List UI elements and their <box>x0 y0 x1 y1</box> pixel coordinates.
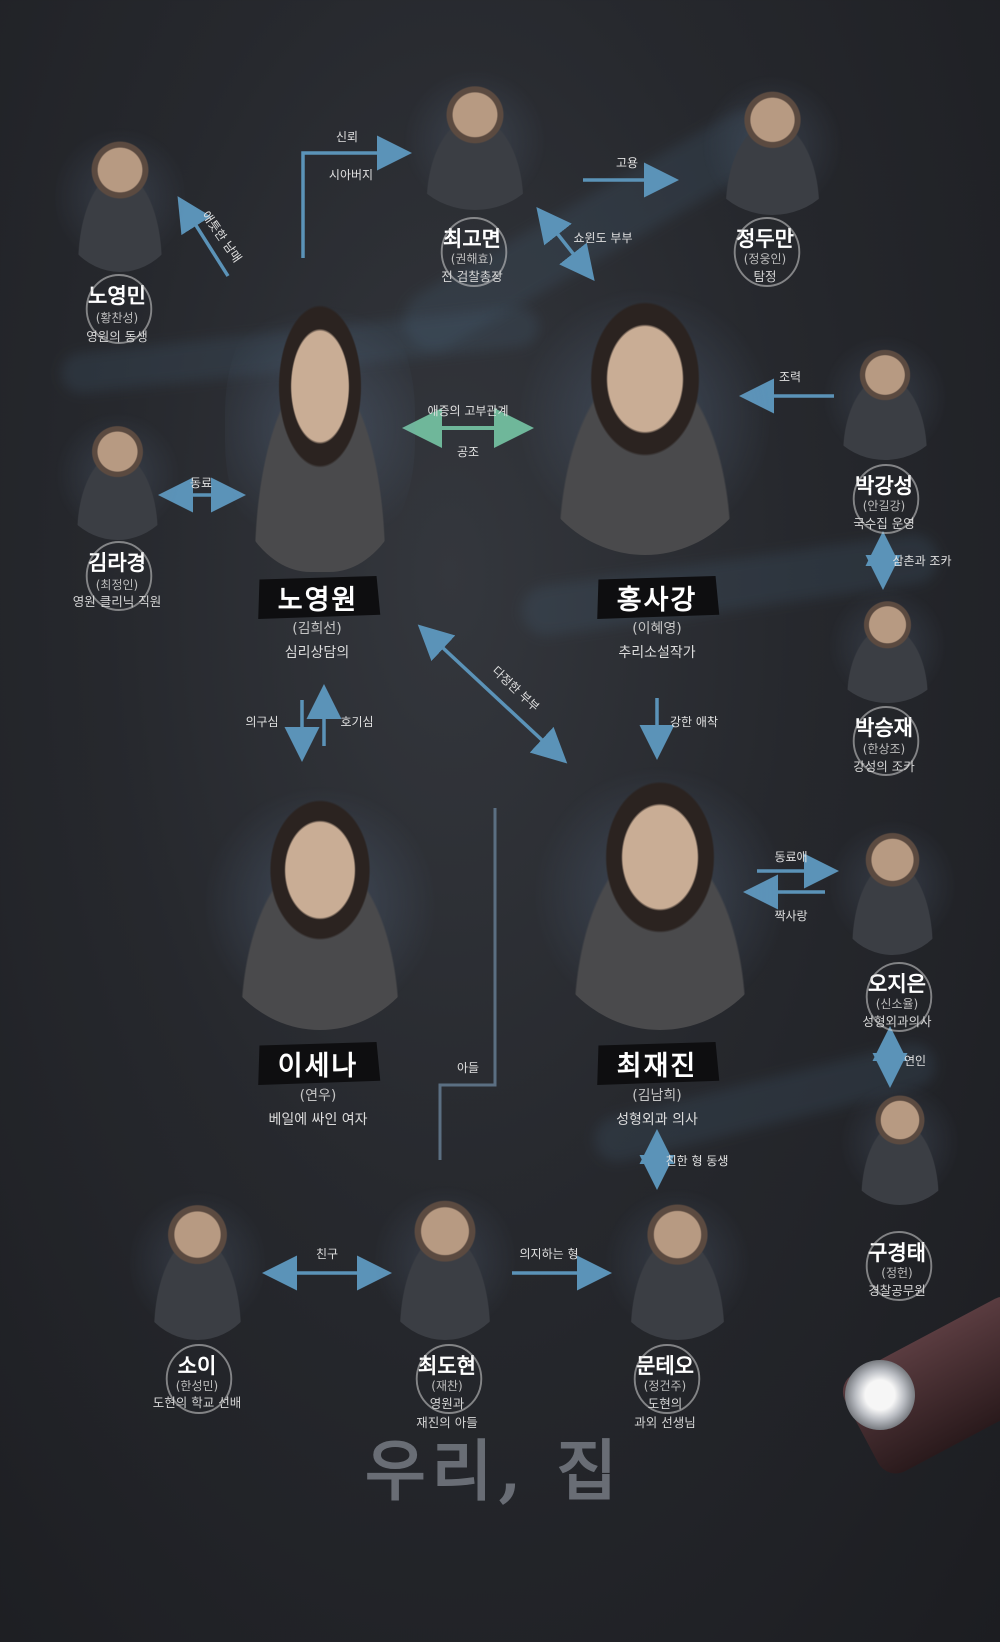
rel-label-cooperate: 조력 <box>778 370 802 384</box>
actor-park-seungjae: (한상조) <box>862 742 906 756</box>
role-choi-jaejin: 성형외과 의사 <box>616 1112 698 1128</box>
rel-label-inlaw: 시아버지 <box>328 168 374 182</box>
role-jung-duman: 탐정 <box>753 269 777 284</box>
actor-choi-gomyeon: (권해효) <box>450 252 494 266</box>
portrait-hong-sagang <box>520 280 770 555</box>
rel-label-strong-love: 강한 애착 <box>670 715 718 729</box>
name-moon-taeo: 문테오 <box>585 1350 745 1380</box>
actor-no-youngmin: (황찬성) <box>95 311 139 325</box>
actor-choi-jaejin: (김남희) <box>632 1088 682 1104</box>
rel-label-love-hate: 애증의 고부관계 <box>427 404 509 418</box>
role-hong-sagang: 추리소설작가 <box>618 645 696 661</box>
rel-label-suspicion: 의구심 <box>245 715 279 729</box>
portrait-choi-gomyeon <box>400 70 550 210</box>
actor-no-youngwon: (김희선) <box>292 621 342 637</box>
actor-moon-taeo: (정건주) <box>643 1379 687 1393</box>
actor-jung-duman: (정웅인) <box>743 252 787 266</box>
role-no-youngmin: 영원의 동생 <box>86 329 148 344</box>
portrait-no-youngwon <box>225 282 415 572</box>
line-son <box>438 808 497 1160</box>
portrait-lee-sena <box>205 780 435 1030</box>
portrait-park-seungjae <box>825 588 950 703</box>
portrait-kim-ragyeong <box>55 410 180 540</box>
portrait-no-youngmin <box>55 122 185 272</box>
name-gu-gyeongtae: 구경태 <box>817 1237 977 1267</box>
actor-gu-gyeongtae: (정헌) <box>881 1266 913 1280</box>
name-soi: 소이 <box>117 1350 277 1380</box>
portrait-moon-taeo <box>605 1185 750 1340</box>
portrait-oh-jieun <box>830 815 955 955</box>
rel-label-colleague-love: 동료애 <box>774 850 808 864</box>
portrait-choi-dohyeon <box>375 1180 515 1340</box>
name-park-gangseong: 박강성 <box>804 470 964 500</box>
name-no-youngmin: 노영민 <box>37 280 197 310</box>
actor-oh-jieun: (신소율) <box>875 997 919 1011</box>
title-logo: 우리, 집 <box>365 1432 624 1510</box>
portrait-park-gangseong <box>820 335 950 460</box>
name-choi-dohyeon: 최도현 <box>367 1350 527 1380</box>
role-choi-dohyeon-line1: 영원과 <box>429 1396 465 1411</box>
actor-soi: (한성민) <box>175 1379 219 1393</box>
portrait-gu-gyeongtae <box>840 1080 960 1205</box>
portrait-choi-jaejin <box>535 760 785 1030</box>
rel-label-trust: 신뢰 <box>335 130 359 144</box>
rel-label-symbiosis: 공조 <box>456 445 480 459</box>
name-choi-jaejin: 최재진 <box>597 1042 720 1085</box>
rel-label-uncle-nephew: 삼촌과 조카 <box>892 554 952 568</box>
arrow-siblings <box>177 196 230 277</box>
name-hong-sagang: 홍사강 <box>597 576 720 619</box>
rel-label-close-brother: 친한 형 동생 <box>665 1154 729 1168</box>
role-moon-taeo-line1: 도현의 <box>647 1396 683 1411</box>
arrow-loving-couple <box>417 624 568 764</box>
rel-label-rely-brother: 의지하는 형 <box>519 1247 579 1261</box>
rel-label-hire: 고용 <box>615 156 639 170</box>
role-no-youngwon: 심리상담의 <box>284 645 350 661</box>
actor-lee-sena: (연우) <box>299 1088 337 1104</box>
name-lee-sena: 이세나 <box>258 1042 381 1085</box>
flashlight-lens <box>845 1360 915 1430</box>
rel-label-son: 아들 <box>456 1061 480 1075</box>
actor-park-gangseong: (안길강) <box>862 499 906 513</box>
arrow-trust <box>301 135 412 258</box>
name-park-seungjae: 박승재 <box>804 712 964 742</box>
actor-kim-ragyeong: (최정인) <box>95 578 139 592</box>
role-soi: 도현의 학교 선배 <box>152 1395 242 1410</box>
role-choi-gomyeon: 전 검찰총장 <box>441 269 503 284</box>
name-no-youngwon: 노영원 <box>258 576 381 619</box>
role-oh-jieun: 성형외과의사 <box>862 1014 932 1029</box>
rel-label-friend: 친구 <box>315 1247 339 1261</box>
role-kim-ragyeong: 영원 클리닉 직원 <box>72 594 162 609</box>
role-gu-gyeongtae: 경찰공무원 <box>868 1283 926 1298</box>
actor-hong-sagang: (이혜영) <box>632 621 682 637</box>
role-moon-taeo-line2: 과외 선생님 <box>634 1415 696 1430</box>
role-park-seungjae: 강성의 조카 <box>853 759 915 774</box>
name-choi-gomyeon: 최고면 <box>392 223 552 253</box>
rel-label-colleague: 동료 <box>189 476 213 490</box>
rel-label-show-couple: 쇼윈도 부부 <box>573 231 633 245</box>
name-jung-duman: 정두만 <box>685 223 845 253</box>
name-kim-ragyeong: 김라경 <box>37 547 197 577</box>
portrait-jung-duman <box>700 75 845 215</box>
rel-label-lovers: 연인 <box>903 1054 927 1068</box>
portrait-soi <box>130 1185 265 1340</box>
rel-label-curiosity: 호기심 <box>340 715 374 729</box>
actor-choi-dohyeon: (재찬) <box>431 1379 463 1393</box>
role-choi-dohyeon-line2: 재진의 아들 <box>416 1415 478 1430</box>
role-lee-sena: 베일에 싸인 여자 <box>268 1112 368 1128</box>
role-park-gangseong: 국수집 운영 <box>853 516 915 531</box>
name-oh-jieun: 오지은 <box>817 968 977 998</box>
